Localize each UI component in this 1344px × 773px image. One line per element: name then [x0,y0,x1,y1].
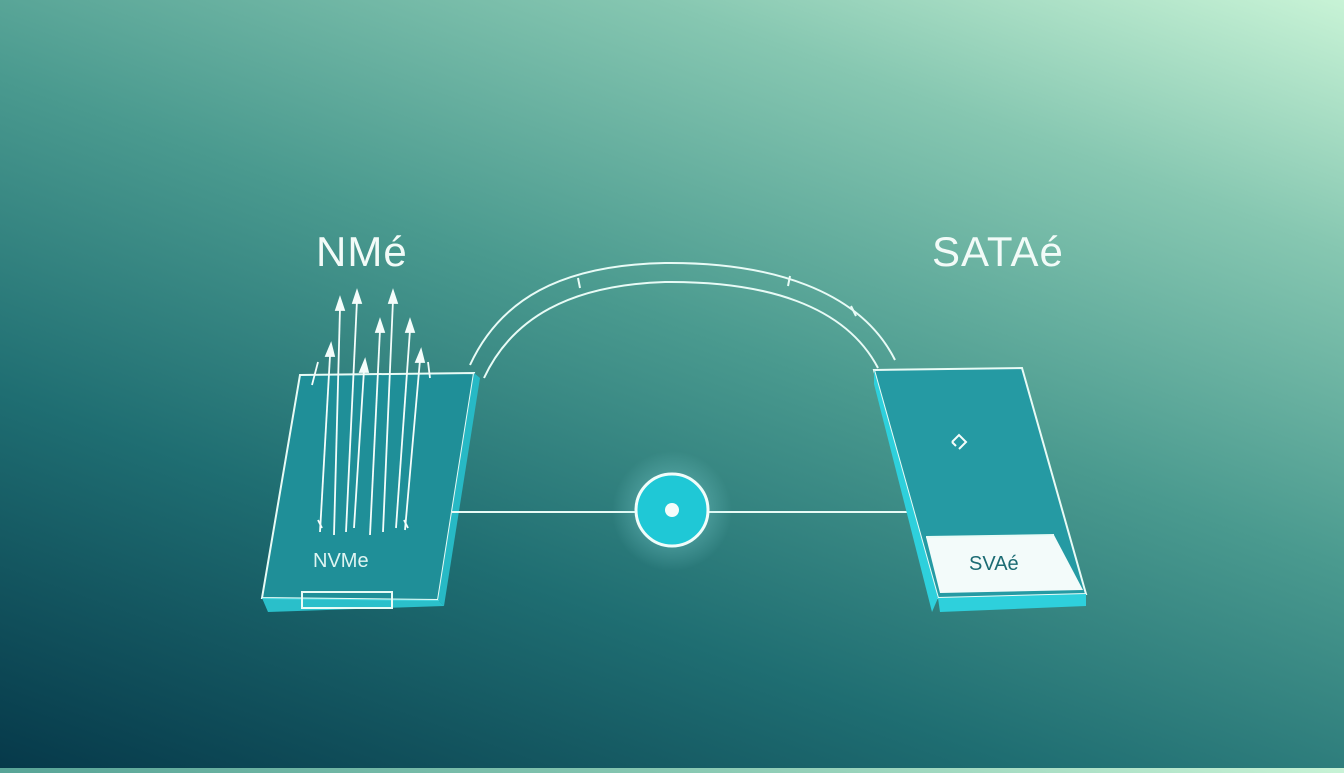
nvme-device-label: NVMe [313,550,369,572]
sata-device-label: SVAé [969,553,1019,575]
nvme-arrows [311,288,431,536]
connection-line [452,451,910,571]
nvme-title: NMé [316,228,408,275]
connection-arch [469,261,896,379]
sata-title: SATAé [932,228,1064,275]
diamond-arrow-icon [951,433,968,450]
nvme-device [260,371,480,612]
sata-device [872,366,1088,612]
